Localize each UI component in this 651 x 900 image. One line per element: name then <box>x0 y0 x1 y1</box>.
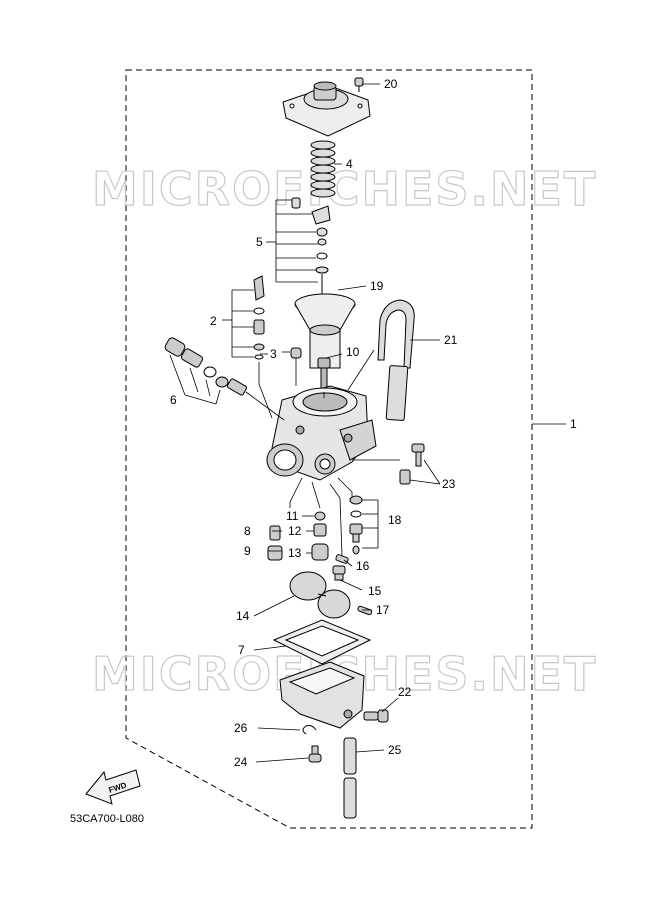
callout-21: 21 <box>444 333 458 347</box>
callout-23: 23 <box>442 477 456 491</box>
callout-16: 16 <box>356 559 370 573</box>
small-parts-15-16-17 <box>332 554 373 616</box>
callout-3: 3 <box>270 347 277 361</box>
drain-screw-22 <box>363 709 389 723</box>
callout-12: 12 <box>288 524 302 538</box>
callout-13: 13 <box>288 546 302 560</box>
callout-2: 2 <box>210 314 217 328</box>
adjust-screw-23 <box>399 443 425 485</box>
gasket-7 <box>272 619 372 665</box>
callout-8: 8 <box>244 524 251 538</box>
fwd-arrow-icon: FWD <box>85 769 141 805</box>
throttle-valve-19 <box>294 293 356 369</box>
callout-11: 11 <box>286 509 299 523</box>
bracket-23 <box>409 459 441 485</box>
callout-6: 6 <box>170 393 177 407</box>
screw-3 <box>290 347 302 359</box>
bracket-18 <box>362 499 379 549</box>
top-cover-cap <box>282 81 371 137</box>
watermark-top: MICROFICHES.NET <box>92 162 597 216</box>
leader-lines <box>245 349 400 557</box>
drain-hose-25 <box>343 737 357 819</box>
callout-labels: 1 2 3 4 5 6 7 8 9 10 11 12 13 14 15 16 1… <box>170 77 577 769</box>
throttle-spring <box>310 140 336 198</box>
callout-20: 20 <box>384 77 398 91</box>
callout-15: 15 <box>368 584 382 598</box>
callout-25: 25 <box>388 743 402 757</box>
callout-19: 19 <box>370 279 384 293</box>
jet-needle-set <box>291 197 331 298</box>
callout-1: 1 <box>570 417 577 431</box>
starter-set-6 <box>164 337 248 396</box>
float-bowl <box>279 661 365 729</box>
jets-group <box>267 511 329 561</box>
bracket-6 <box>169 354 221 405</box>
bracket-5 <box>266 199 318 283</box>
callout-22: 22 <box>398 685 412 699</box>
hose-21 <box>377 299 415 421</box>
needle-valve-set-18 <box>349 495 363 555</box>
diagram-code: 53CA700-L080 <box>70 813 144 825</box>
callout-17: 17 <box>376 603 390 617</box>
callout-leaders <box>253 83 566 763</box>
pilot-screw-set <box>253 275 265 360</box>
screw-20 <box>354 77 364 92</box>
callout-18: 18 <box>388 513 402 527</box>
callout-10: 10 <box>346 345 360 359</box>
clip-26 <box>302 725 317 735</box>
float-14 <box>289 571 351 619</box>
carburetor-body <box>266 385 377 481</box>
callout-5: 5 <box>256 235 263 249</box>
needle-jet-10 <box>317 357 331 391</box>
callout-9: 9 <box>244 544 251 558</box>
callout-14: 14 <box>236 609 250 623</box>
screw-24 <box>308 745 322 763</box>
assembly-boundary <box>125 69 533 829</box>
callout-24: 24 <box>234 755 248 769</box>
callout-7: 7 <box>238 643 245 657</box>
callout-26: 26 <box>234 721 248 735</box>
callout-4: 4 <box>346 157 353 171</box>
bracket-2 <box>222 289 254 358</box>
